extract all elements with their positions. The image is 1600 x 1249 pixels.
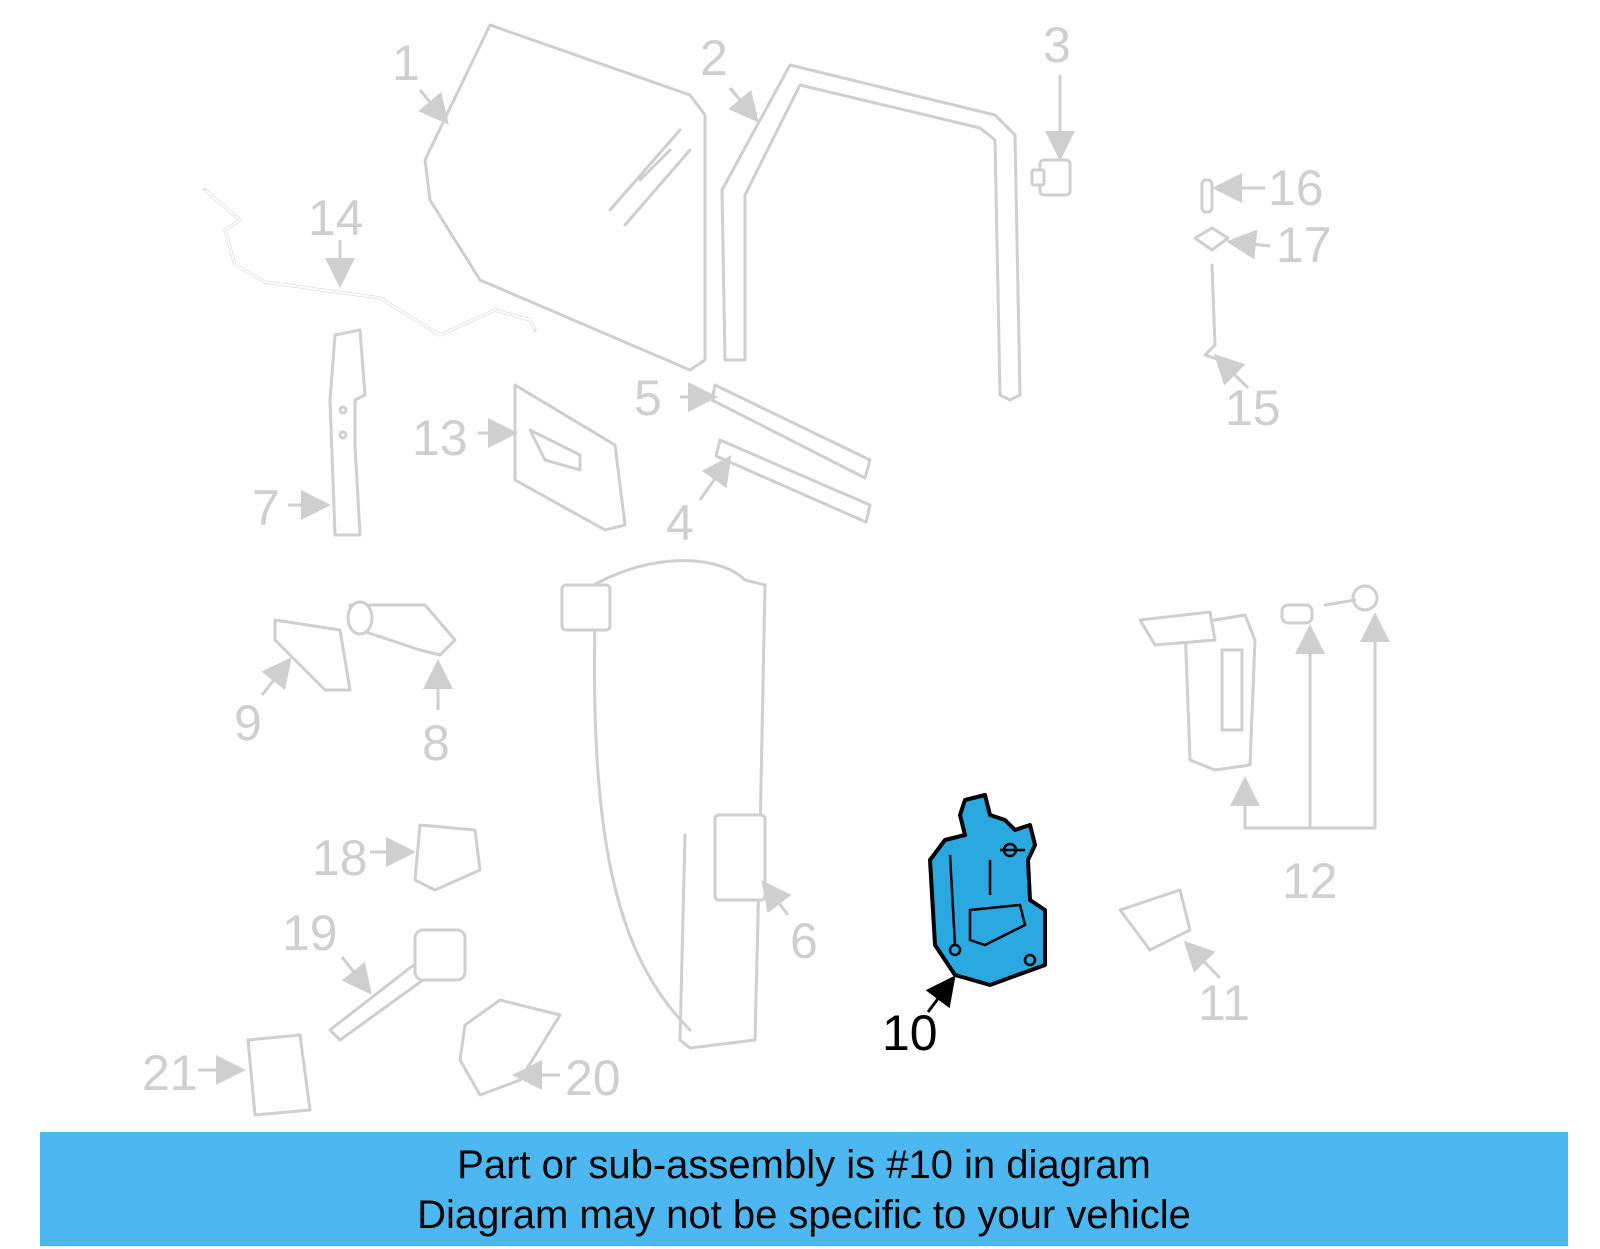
notice-vehicle-line: Diagram may not be specific to your vehi… <box>417 1193 1191 1237</box>
part-17-grommet <box>1193 226 1230 252</box>
callout-21: 21 <box>142 1045 198 1101</box>
part-11-striker <box>1118 888 1192 952</box>
part-10-latch <box>928 793 1047 987</box>
part-8-handle <box>346 600 457 657</box>
callout-9: 9 <box>234 695 262 751</box>
part-12-lock <box>1138 584 1379 772</box>
part-20-bumper <box>458 998 562 1097</box>
callout-20: 20 <box>565 1050 621 1106</box>
notice-part-line: Part or sub-assembly is #10 in diagram <box>457 1143 1151 1187</box>
callout-19: 19 <box>282 905 338 961</box>
parts-diagram: 1 2 3 4 5 6 7 8 9 10 11 12 13 14 15 16 1… <box>142 17 1390 1117</box>
part-6-regulator <box>560 559 767 1050</box>
part-19-check-strap <box>328 928 467 1042</box>
callout-17: 17 <box>1276 217 1332 273</box>
part-13-bezel <box>513 383 627 532</box>
part-7-hinge <box>328 328 367 537</box>
callout-6: 6 <box>790 913 818 969</box>
part-4-belt-strip <box>714 438 872 524</box>
callout-14: 14 <box>308 190 364 246</box>
part-15-rod <box>1203 263 1222 362</box>
part-14-rod <box>203 188 537 337</box>
callout-18: 18 <box>312 830 368 886</box>
callout-3: 3 <box>1043 17 1071 73</box>
part-9-handle <box>273 618 352 692</box>
callout-1: 1 <box>392 35 420 91</box>
callout-15: 15 <box>1225 380 1281 436</box>
part-3-clip <box>1030 158 1072 197</box>
callout-12: 12 <box>1282 853 1338 909</box>
callout-13: 13 <box>412 410 468 466</box>
part-2-run-channel <box>720 63 1022 402</box>
callout-2: 2 <box>700 30 728 86</box>
diagram-notice-banner: Part or sub-assembly is #10 in diagram D… <box>40 1132 1568 1246</box>
callout-7: 7 <box>252 480 280 536</box>
callout-5: 5 <box>634 370 662 426</box>
part-16-pin <box>1200 178 1214 214</box>
callout-4: 4 <box>666 495 694 551</box>
part-21-clip <box>246 1033 312 1117</box>
part-1-window-glass <box>423 23 707 372</box>
callout-11: 11 <box>1198 975 1250 1031</box>
part-18-bracket <box>413 823 482 892</box>
callout-10: 10 <box>882 1005 938 1061</box>
callout-16: 16 <box>1268 160 1324 216</box>
callout-8: 8 <box>422 715 450 771</box>
